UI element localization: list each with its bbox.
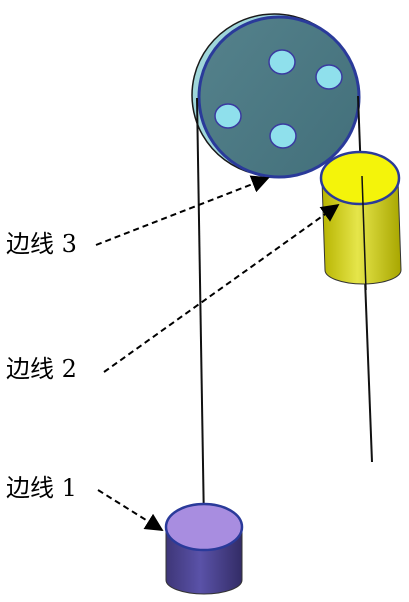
- edge2-arrow: [103, 203, 340, 373]
- pulley-face: [197, 15, 361, 179]
- edge1-label: 边线 1: [6, 474, 77, 502]
- edge3-arrow: [95, 175, 270, 246]
- yellow-cylinder-top: [319, 150, 401, 206]
- pulley-hole-left: [214, 103, 242, 129]
- edge3-label: 边线 3: [6, 230, 77, 258]
- edge1-arrow: [97, 489, 164, 531]
- purple-cylinder: [164, 502, 244, 595]
- edge2-label: 边线 2: [6, 355, 77, 383]
- pulley-hole-top: [268, 49, 296, 75]
- pulley-hole-bottom: [269, 123, 297, 149]
- yellow-cylinder: [319, 150, 402, 291]
- left-rope: [196, 97, 205, 526]
- pulley-hole-right: [315, 64, 343, 90]
- yellow-rope-segment: [361, 175, 367, 291]
- purple-cylinder-top: [164, 502, 244, 552]
- pulley-wheel: [191, 13, 361, 179]
